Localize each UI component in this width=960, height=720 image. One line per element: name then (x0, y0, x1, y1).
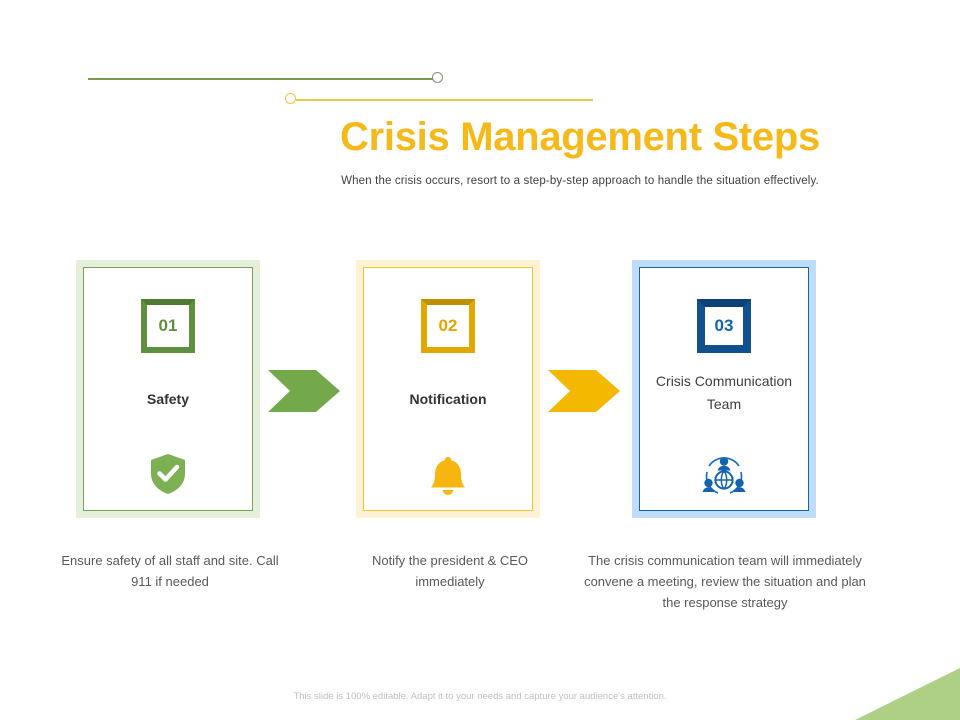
step-card-safety[interactable]: 01 Safety (76, 260, 260, 518)
slide-footer-note: This slide is 100% editable. Adapt it to… (293, 691, 667, 702)
step-caption-crisis-communication-team: The crisis communication team will immed… (584, 553, 866, 610)
step-number-badge: 01 (141, 299, 195, 353)
page-title: Crisis Management Steps (340, 115, 820, 159)
shield-check-icon (145, 450, 191, 496)
step-card-notification[interactable]: 02 Notification (356, 260, 540, 518)
step-caption-safety: Ensure safety of all staff and site. Cal… (61, 553, 279, 589)
step-title: Safety (146, 391, 190, 407)
decorative-green-line-endpoint (432, 72, 443, 83)
step-title: Notification (409, 391, 487, 407)
decorative-yellow-line-endpoint (285, 93, 296, 104)
arrow-step2-to-step3 (548, 370, 620, 412)
team-network-icon (701, 450, 747, 496)
corner-triangle-decoration (855, 668, 960, 720)
page-subtitle: When the crisis occurs, resort to a step… (341, 175, 819, 187)
step-card-crisis-communication-team[interactable]: 03 Crisis Communication Team (632, 260, 816, 518)
bell-icon (425, 450, 471, 496)
step-caption-notification: Notify the president & CEO immediately (371, 553, 529, 589)
decorative-green-line (88, 78, 438, 80)
step-number-badge: 03 (697, 299, 751, 353)
step-title: Crisis Communication Team (655, 373, 793, 412)
arrow-step1-to-step2 (268, 370, 340, 412)
step-number-badge: 02 (421, 299, 475, 353)
decorative-yellow-line (296, 99, 593, 101)
